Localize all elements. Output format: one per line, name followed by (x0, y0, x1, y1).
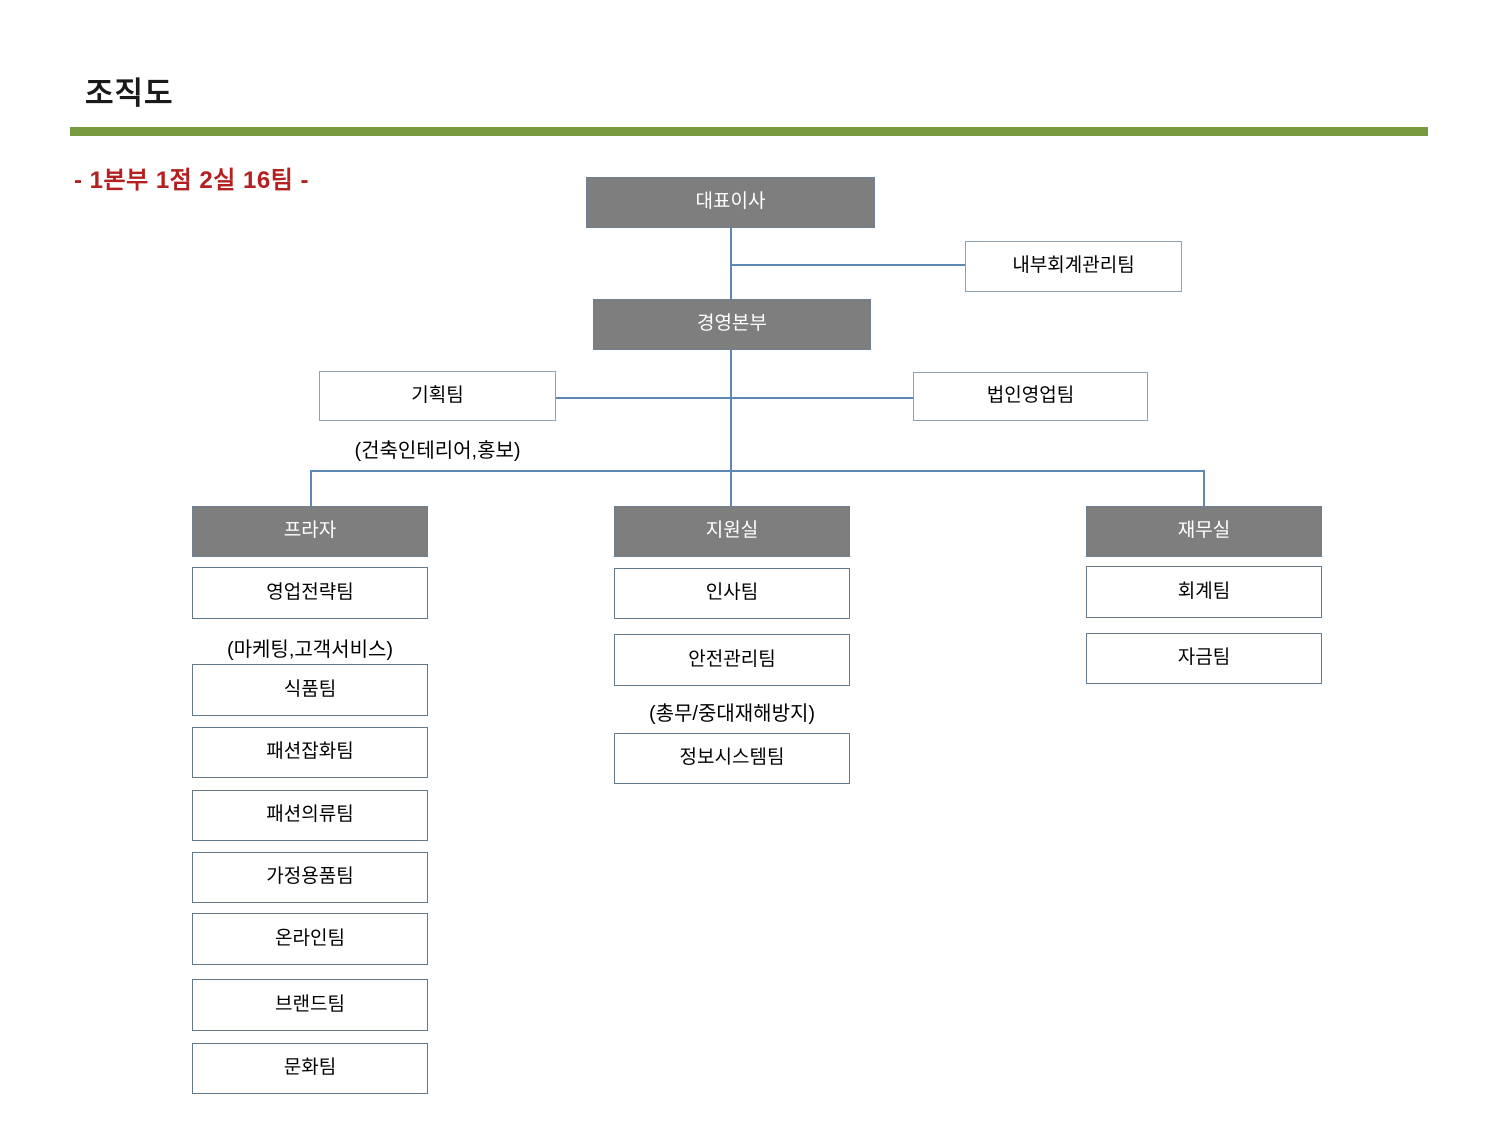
node-fashion-goods-team: 패션잡화팀 (192, 727, 428, 778)
page-title: 조직도 (85, 76, 174, 111)
node-finance-office: 재무실 (1086, 506, 1322, 557)
node-planning-team-label: 기획팀 (411, 384, 464, 406)
node-home-goods-team: 가정용품팀 (192, 852, 428, 903)
node-culture-team-label: 문화팀 (283, 1057, 337, 1079)
node-brand-team-label: 브랜드팀 (275, 993, 345, 1015)
node-online-team-label: 온라인팀 (275, 927, 345, 949)
node-corporate-sales-team: 법인영업팀 (913, 372, 1148, 421)
connector-drop-plaza (310, 470, 312, 506)
node-online-team: 온라인팀 (192, 913, 428, 965)
node-sales-strategy-team: 영업전략팀 (192, 567, 428, 619)
node-info-systems-label: 정보시스템팀 (679, 747, 785, 769)
node-corporate-sales-label: 법인영업팀 (986, 385, 1075, 407)
connector-drop-finance-office (1203, 470, 1205, 506)
node-sales-strategy-label: 영업전략팀 (266, 581, 354, 603)
node-hr-team: 인사팀 (614, 568, 850, 619)
node-ceo-label: 대표이사 (695, 191, 766, 213)
node-fashion-goods-label: 패션잡화팀 (266, 741, 354, 763)
node-brand-team: 브랜드팀 (192, 979, 428, 1031)
connector-planning-to-corp-sales (556, 397, 913, 399)
node-treasury-label: 자금팀 (1177, 647, 1231, 669)
safety-mgmt-note: (총무/중대재해방지) (648, 703, 816, 725)
node-management-hq: 경영본부 (593, 299, 871, 350)
org-summary-subtitle: - 1본부 1점 2실 16팀 - (74, 167, 309, 194)
node-food-team: 식품팀 (192, 664, 428, 716)
node-safety-mgmt-team: 안전관리팀 (614, 634, 850, 686)
node-accounting-label: 회계팀 (1177, 580, 1231, 602)
title-underline-rule (70, 127, 1428, 136)
node-food-team-label: 식품팀 (283, 678, 337, 700)
connector-branch-horizontal (310, 470, 1204, 472)
node-info-systems-team: 정보시스템팀 (614, 733, 850, 784)
node-home-goods-label: 가정용품팀 (266, 866, 354, 888)
node-fashion-apparel-label: 패션의류팀 (266, 804, 354, 826)
node-support-office-label: 지원실 (705, 520, 759, 542)
connector-hq-to-branches (730, 350, 732, 506)
node-plaza: 프라자 (192, 506, 428, 557)
node-fashion-apparel-team: 패션의류팀 (192, 790, 428, 841)
node-management-hq-label: 경영본부 (697, 313, 767, 335)
node-plaza-label: 프라자 (283, 520, 337, 542)
node-culture-team: 문화팀 (192, 1043, 428, 1094)
node-internal-audit-team: 내부회계관리팀 (965, 241, 1182, 292)
node-support-office: 지원실 (614, 506, 850, 557)
node-ceo: 대표이사 (586, 177, 875, 228)
node-treasury-team: 자금팀 (1086, 633, 1322, 684)
node-internal-audit-label: 내부회계관리팀 (1012, 255, 1135, 277)
node-planning-team: 기획팀 (319, 371, 556, 421)
node-hr-team-label: 인사팀 (705, 582, 759, 604)
planning-team-note: (건축인테리어,홍보) (354, 440, 521, 462)
connector-to-internal-audit (731, 264, 965, 266)
node-accounting-team: 회계팀 (1086, 566, 1322, 618)
sales-strategy-note: (마케팅,고객서비스) (226, 639, 394, 661)
node-safety-mgmt-label: 안전관리팀 (688, 648, 776, 670)
node-finance-office-label: 재무실 (1177, 520, 1231, 542)
